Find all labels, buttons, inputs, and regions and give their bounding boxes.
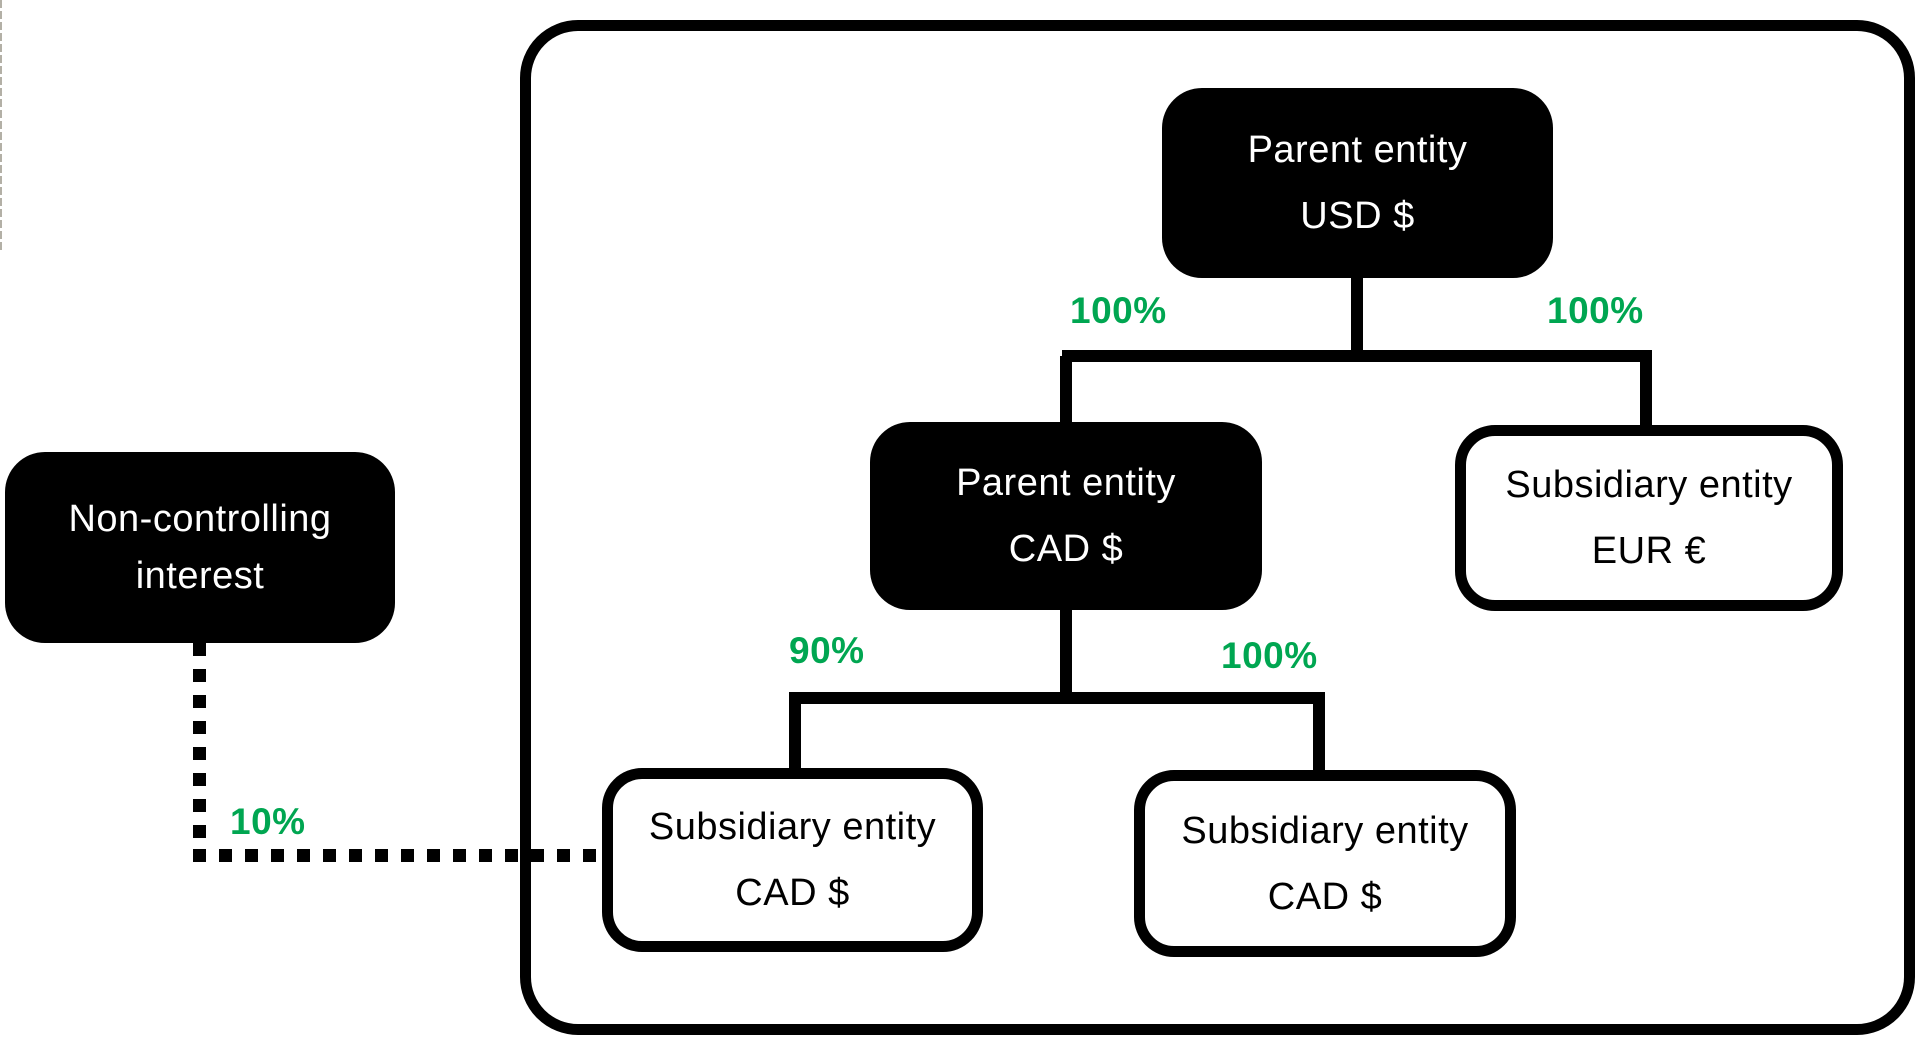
node-subsidiary-entity-eur-name: Subsidiary entity (1505, 464, 1793, 506)
node-subsidiary-entity-eur: Subsidiary entity EUR € (1455, 425, 1843, 611)
node-parent-entity-cad: Parent entity CAD $ (870, 422, 1262, 610)
node-parent-entity-usd-name: Parent entity (1247, 129, 1468, 171)
node-parent-entity-cad-currency: CAD $ (1008, 528, 1124, 570)
nci-dotted-line-horizontal (193, 849, 608, 862)
connector-drop-to-sub-eur (1640, 356, 1652, 429)
ownership-label-usd-to-eur: 100% (1547, 290, 1644, 331)
node-subsidiary-entity-cad-right: Subsidiary entity CAD $ (1134, 770, 1516, 957)
node-parent-entity-cad-name: Parent entity (956, 462, 1176, 504)
node-subsidiary-entity-cad-left: Subsidiary entity CAD $ (602, 768, 983, 952)
ownership-label-usd-to-cad: 100% (1070, 290, 1167, 331)
ownership-label-cad-to-left-sub: 90% (789, 630, 865, 671)
node-subsidiary-entity-cad-left-name: Subsidiary entity (648, 806, 937, 848)
screen-edge-dashed-sliver (0, 0, 2, 250)
nci-dotted-line-vertical (193, 643, 206, 856)
connector-usd-children-horizontal (1062, 350, 1652, 362)
node-non-controlling-interest: Non-controlling interest (5, 452, 395, 643)
node-subsidiary-entity-eur-currency: EUR € (1591, 530, 1707, 572)
node-non-controlling-interest-line2: interest (135, 554, 265, 597)
node-subsidiary-entity-cad-right-name: Subsidiary entity (1181, 809, 1469, 852)
connector-cad-stem (1060, 608, 1072, 698)
node-parent-entity-usd: Parent entity USD $ (1162, 88, 1553, 278)
connector-drop-to-sub-cad-left (789, 698, 801, 772)
node-non-controlling-interest-line1: Non-controlling (68, 497, 332, 540)
ownership-label-cad-to-right-sub: 100% (1221, 635, 1318, 676)
consolidation-group-boundary (520, 20, 1915, 1035)
connector-drop-to-parent-cad (1060, 356, 1072, 426)
connector-drop-to-sub-cad-right (1313, 698, 1325, 774)
connector-usd-stem (1351, 276, 1363, 362)
node-subsidiary-entity-cad-left-currency: CAD $ (735, 872, 850, 914)
node-parent-entity-usd-currency: USD $ (1300, 195, 1415, 237)
ownership-label-nci-to-left-sub: 10% (230, 801, 306, 842)
node-subsidiary-entity-cad-right-currency: CAD $ (1267, 875, 1383, 918)
connector-cad-children-horizontal (789, 692, 1325, 704)
